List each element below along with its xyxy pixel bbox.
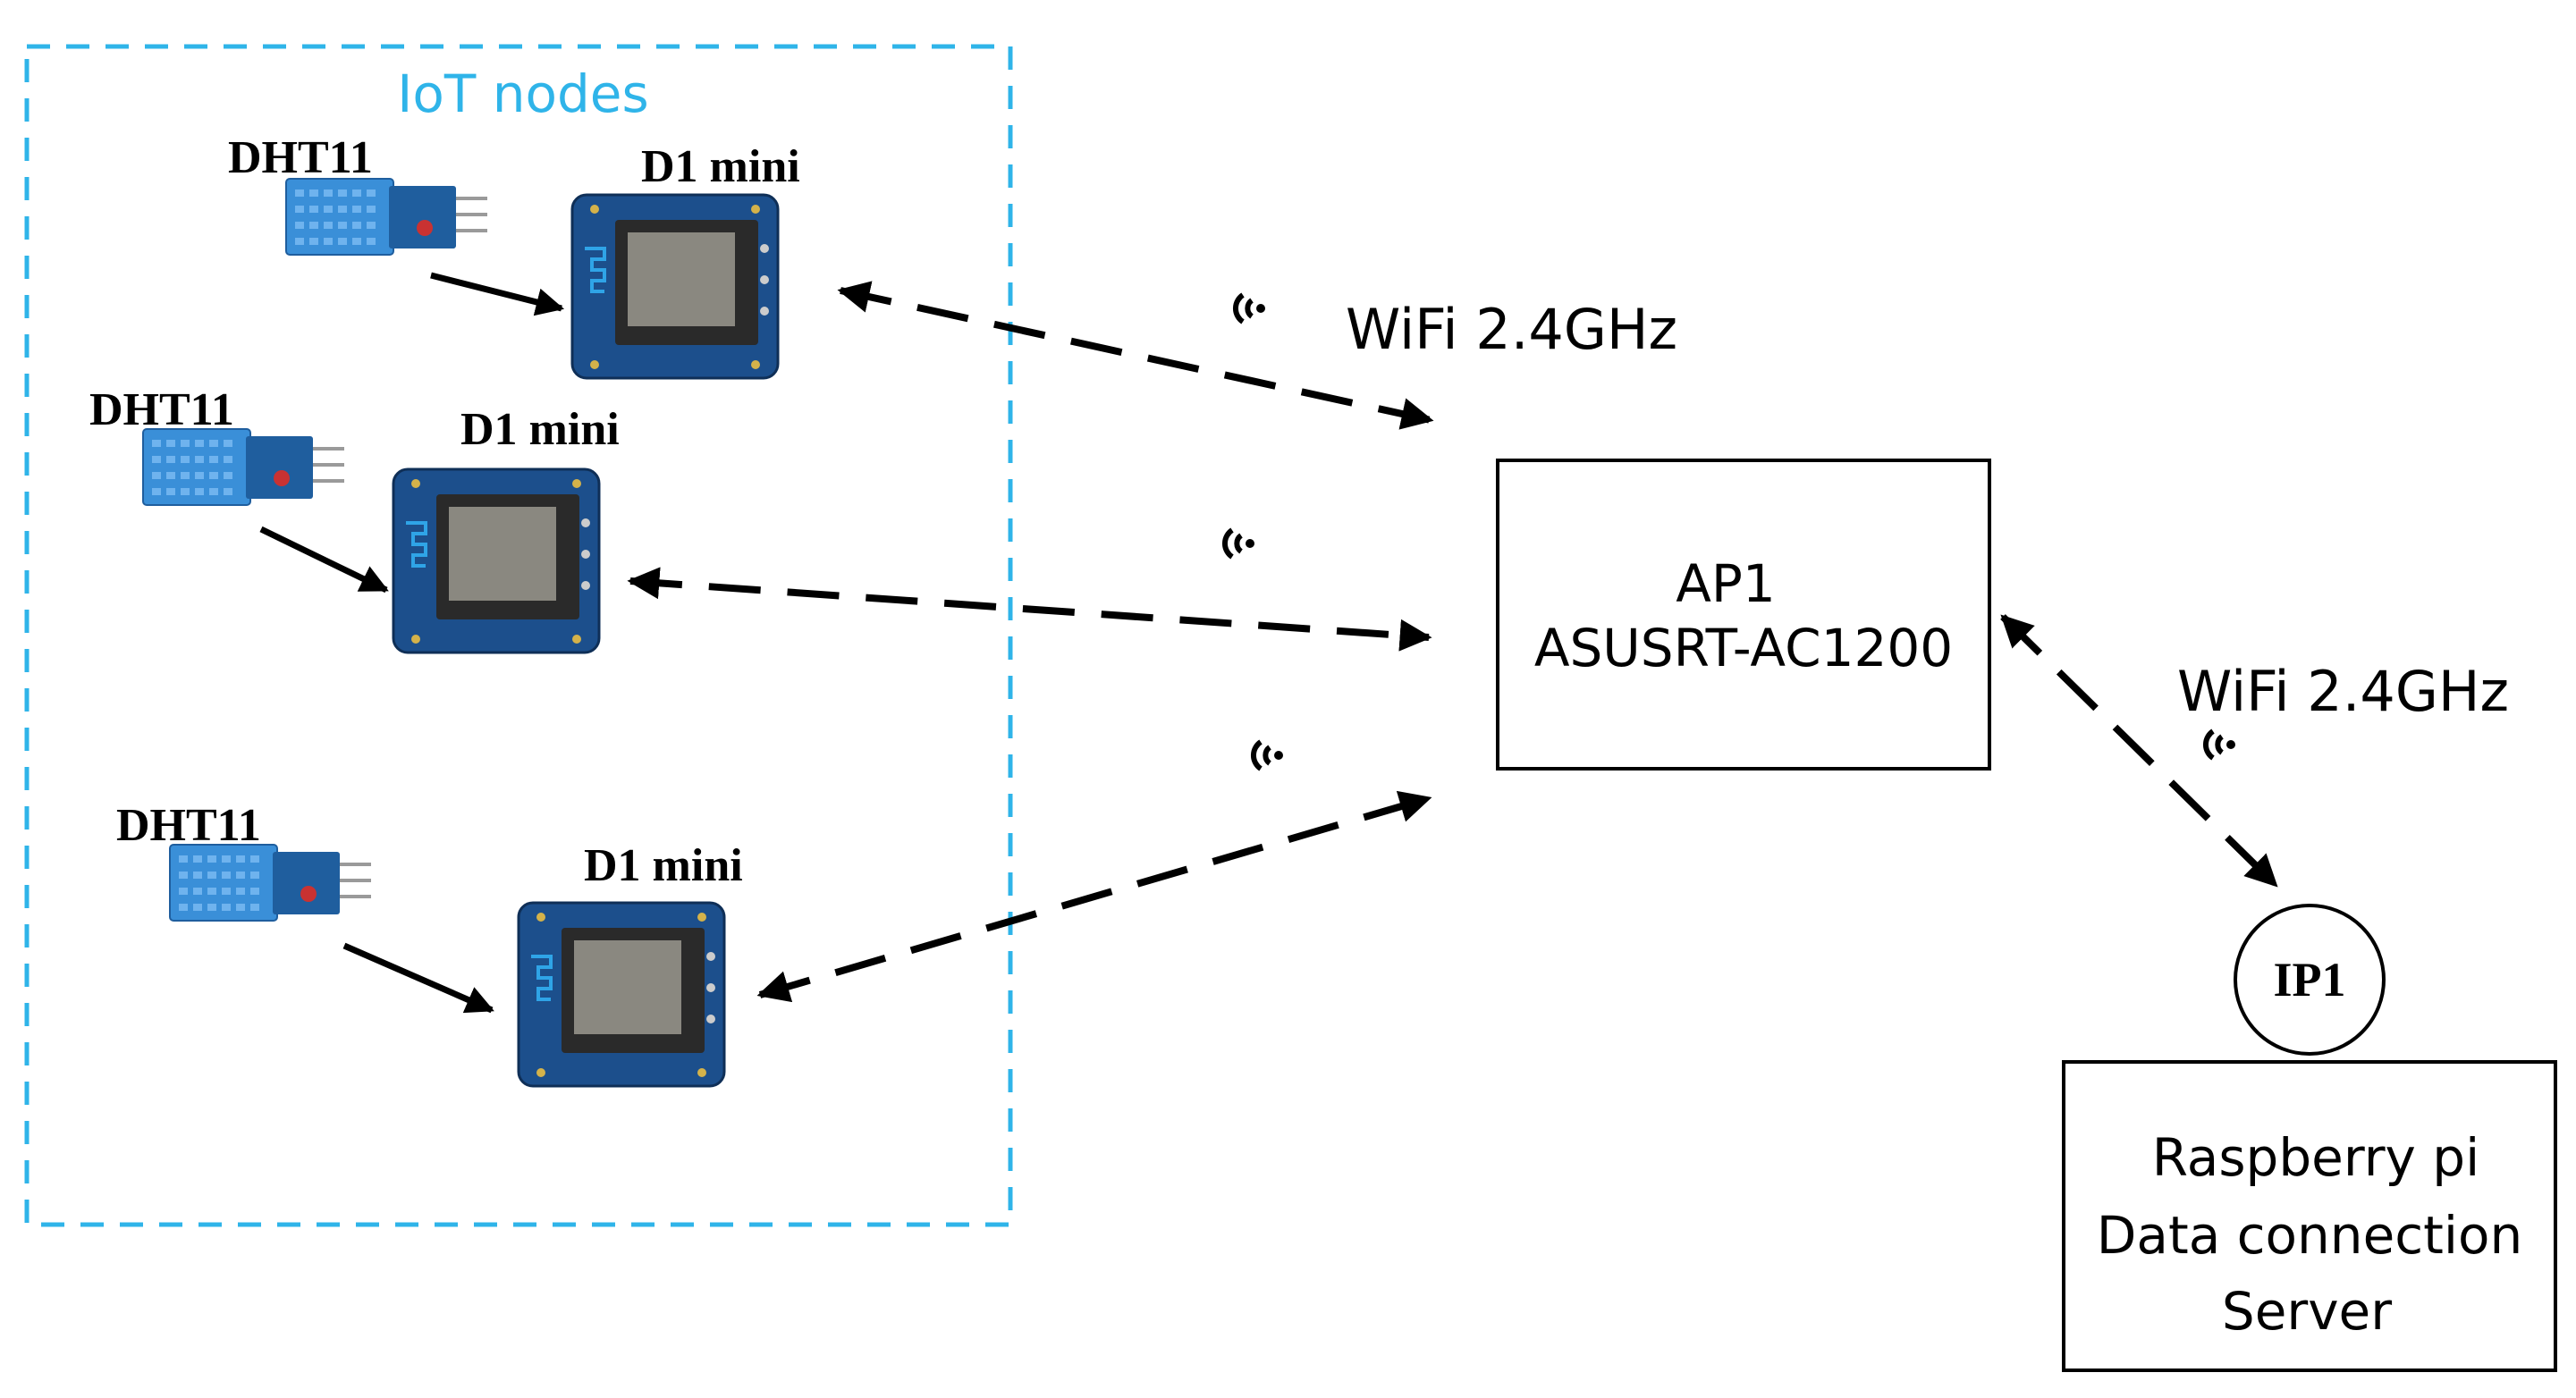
- dht11-sensor-3: [168, 843, 373, 922]
- d1mini-label-1: D1 mini: [641, 141, 800, 192]
- ip-badge-circle: [2234, 904, 2386, 1056]
- iot-nodes-group-border: [24, 44, 1013, 1227]
- iot-node-3: DHT11 D1 mini: [116, 800, 743, 1088]
- wifi-label-right: WiFi 2.4GHz: [2177, 659, 2509, 724]
- wifi-signal-icon-4: [2206, 731, 2235, 758]
- iot-node-1: DHT11 D1 mini: [228, 132, 800, 380]
- dht11-label-3: DHT11: [116, 800, 261, 851]
- d1mini-board-3: [517, 901, 726, 1088]
- server-line-3: Server: [2222, 1281, 2392, 1342]
- sensor-arrow-3: [342, 942, 494, 1014]
- sensor-arrow-2: [259, 526, 389, 594]
- dht11-sensor-2: [141, 427, 346, 507]
- wifi-label-top: WiFi 2.4GHz: [1346, 297, 1677, 362]
- wifi-signal-icon-3: [1254, 742, 1283, 769]
- sensor-arrow-1: [430, 272, 565, 316]
- d1mini-board-1: [570, 193, 780, 380]
- iot-nodes-label: IoT nodes: [397, 63, 648, 124]
- wifi-signal-icon-1: [1236, 295, 1265, 322]
- dht11-label-2: DHT11: [89, 384, 234, 435]
- ip-badge-label: IP1: [2274, 953, 2346, 1006]
- access-point-model: ASUSRT-AC1200: [1534, 618, 1953, 678]
- access-point-box: [1496, 459, 1991, 771]
- server-line-1: Raspberry pi: [2152, 1127, 2479, 1188]
- wifi-link-node-2: [627, 567, 1432, 652]
- wifi-link-server: [2000, 614, 2278, 888]
- iot-node-2: DHT11 D1 mini: [89, 384, 620, 654]
- dht11-sensor-1: [284, 177, 489, 257]
- wifi-signal-icon-2: [1225, 530, 1254, 557]
- d1mini-label-2: D1 mini: [460, 404, 620, 455]
- d1mini-label-3: D1 mini: [584, 840, 743, 891]
- d1mini-board-2: [392, 467, 601, 654]
- server-line-2: Data connection: [2097, 1205, 2523, 1266]
- dht11-label-1: DHT11: [228, 132, 373, 183]
- access-point-name: AP1: [1676, 553, 1776, 614]
- wifi-link-node-3: [756, 790, 1432, 1003]
- server-box: [2062, 1060, 2557, 1372]
- wifi-link-node-1: [837, 281, 1434, 430]
